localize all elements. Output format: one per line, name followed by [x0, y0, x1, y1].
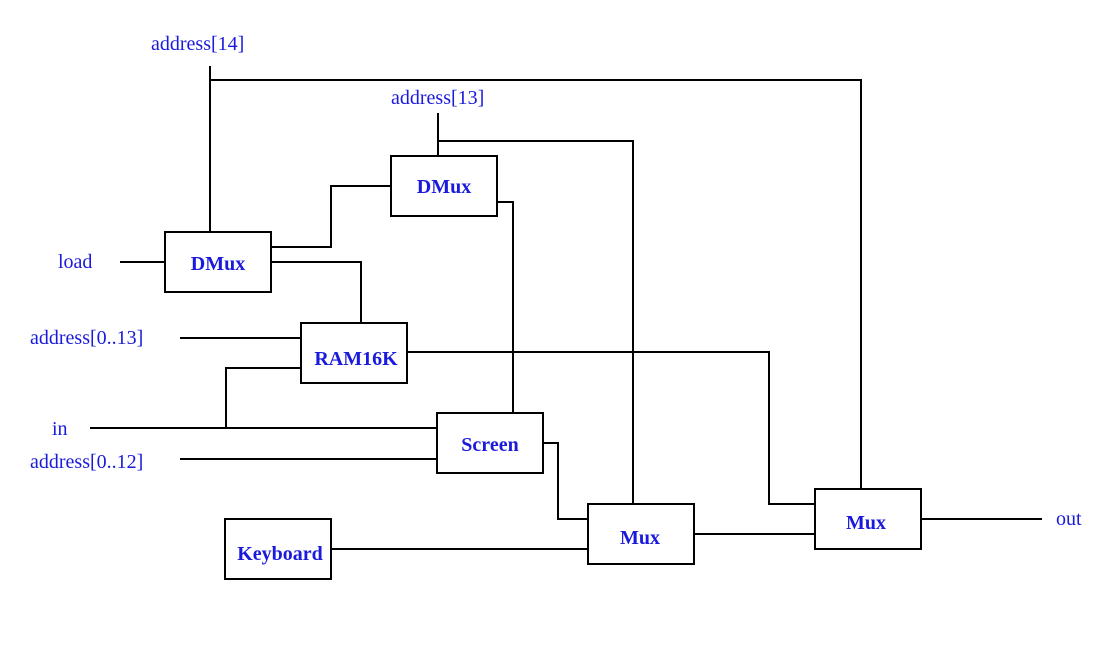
label-address13: address[13] [391, 87, 484, 109]
label-address0-13: address[0..13] [30, 327, 143, 349]
block-dmux-left: DMux [164, 231, 272, 293]
wire-ram16k-to-mux-right [407, 351, 815, 505]
block-keyboard: Keyboard [224, 518, 332, 580]
wire-address14-to-mux-right [210, 79, 862, 489]
wire-screen-to-mux-middle [543, 442, 588, 520]
block-ram16k-label: RAM16K [314, 348, 398, 370]
block-dmux-left-label: DMux [191, 253, 245, 275]
block-dmux-top-label: DMux [417, 176, 471, 198]
label-out: out [1056, 508, 1082, 530]
wire-in-to-ram16k [225, 367, 301, 428]
label-in: in [52, 418, 68, 440]
block-mux-middle-label: Mux [620, 527, 660, 549]
wire-dmux-top-to-screen [497, 201, 514, 413]
wire-dmux-left-to-ram16k [271, 261, 362, 323]
label-address0-12: address[0..12] [30, 451, 143, 473]
block-screen-label: Screen [461, 434, 518, 456]
wires [90, 66, 1042, 550]
wire-dmux-left-to-dmux-top [271, 185, 391, 248]
block-mux-right: Mux [814, 488, 922, 550]
block-mux-middle: Mux [587, 503, 695, 565]
block-dmux-top: DMux [390, 155, 498, 217]
block-screen: Screen [436, 412, 544, 474]
label-load: load [58, 251, 92, 273]
label-address14: address[14] [151, 33, 244, 55]
block-ram16k: RAM16K [300, 322, 408, 384]
block-keyboard-label: Keyboard [237, 543, 323, 565]
block-mux-right-label: Mux [846, 512, 886, 534]
wire-address13-to-mux-middle [438, 140, 634, 504]
